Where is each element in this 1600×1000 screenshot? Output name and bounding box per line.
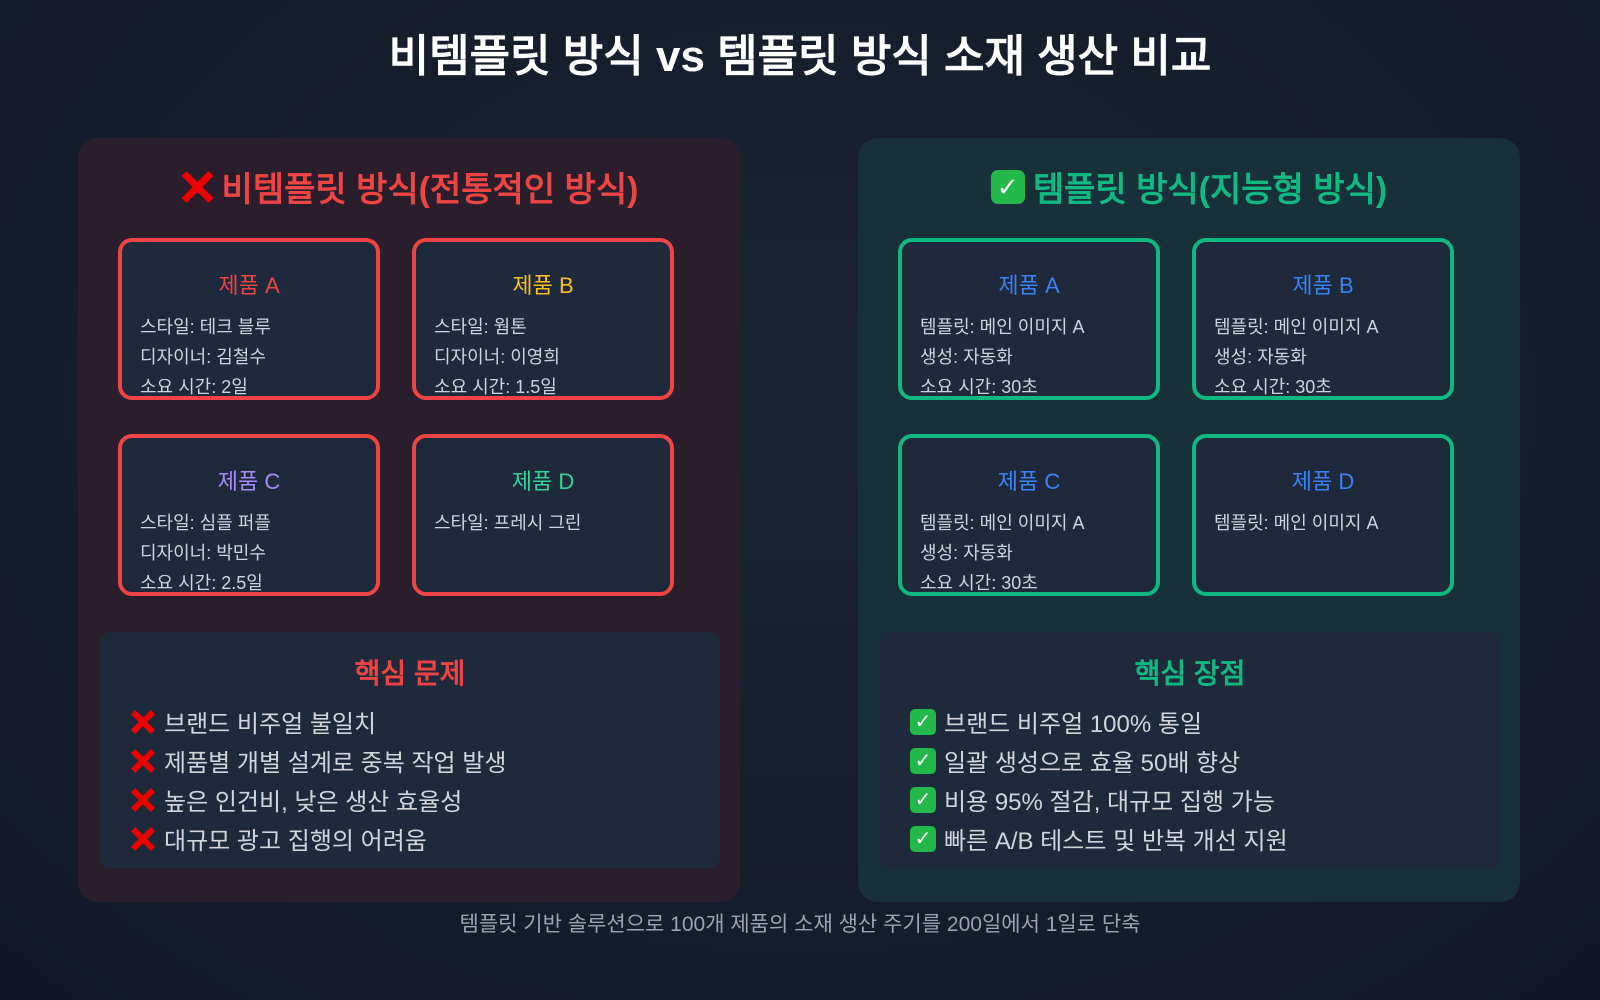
product-name: 제품 D xyxy=(511,469,575,494)
product-name: 제품 C xyxy=(997,469,1061,494)
box-title: 핵심 장점 xyxy=(1134,658,1246,689)
list-item-text: 높은 인건비, 낮은 생산 효율성 xyxy=(164,789,463,816)
panel-title: ✓템플릿 방식(지능형 방식) xyxy=(858,162,1520,211)
check-mark-icon: ✓ xyxy=(910,747,936,774)
key-advantages-box: 핵심 장점✓브랜드 비주얼 100% 통일✓일괄 생성으로 효율 50배 향상✓… xyxy=(880,632,1500,868)
product-detail: 소요 시간: 2일 xyxy=(140,377,248,397)
list-item: ✓ 일괄 생성으로 효율 50배 향상 xyxy=(910,741,1500,780)
page-title: 비템플릿 방식 vs 템플릿 방식 소재 생산 비교 xyxy=(388,32,1212,81)
cross-mark-icon xyxy=(130,709,156,735)
product-detail: 소요 시간: 30초 xyxy=(920,573,1038,593)
product-detail: 스타일: 심플 퍼플 xyxy=(140,513,271,533)
cross-mark-icon xyxy=(130,826,156,852)
product-name: 제품 D xyxy=(1291,469,1355,494)
product-detail: 스타일: 프레시 그린 xyxy=(434,513,582,533)
product-detail: 디자이너: 박민수 xyxy=(140,543,266,563)
list-item: 대규모 광고 집행의 어려움 xyxy=(130,819,720,858)
product-detail: 소요 시간: 30초 xyxy=(920,377,1038,397)
box-title: 핵심 문제 xyxy=(354,658,466,689)
product-detail: 템플릿: 메인 이미지 A xyxy=(1214,513,1379,533)
footer-note: 템플릿 기반 솔루션으로 100개 제품의 소재 생산 주기를 200일에서 1… xyxy=(459,913,1141,936)
list-item: ✓ 비용 95% 절감, 대규모 집행 가능 xyxy=(910,780,1500,819)
product-detail: 템플릿: 메인 이미지 A xyxy=(920,513,1085,533)
list-item-text: 브랜드 비주얼 불일치 xyxy=(164,711,377,738)
panel-title-text: 비템플릿 방식(전통적인 방식) xyxy=(221,171,639,209)
product-detail: 소요 시간: 1.5일 xyxy=(434,377,557,397)
cross-mark-icon xyxy=(130,787,156,813)
product-detail: 디자이너: 이영희 xyxy=(434,347,560,367)
product-card: 제품 D 템플릿: 메인 이미지 A xyxy=(1192,434,1454,596)
product-card: 제품 D 스타일: 프레시 그린 xyxy=(412,434,674,596)
list-item-text: 일괄 생성으로 효율 50배 향상 xyxy=(944,750,1241,777)
product-detail: 디자이너: 김철수 xyxy=(140,347,266,367)
product-detail: 소요 시간: 2.5일 xyxy=(140,573,263,593)
list-item-text: 제품별 개별 설계로 중복 작업 발생 xyxy=(164,750,507,777)
product-detail: 템플릿: 메인 이미지 A xyxy=(1214,317,1379,337)
product-name: 제품 A xyxy=(218,273,280,298)
list-item: 높은 인건비, 낮은 생산 효율성 xyxy=(130,780,720,819)
check-mark-icon: ✓ xyxy=(910,825,936,852)
product-name: 제품 B xyxy=(512,273,574,298)
list-item-text: 비용 95% 절감, 대규모 집행 가능 xyxy=(944,789,1275,816)
product-detail: 생성: 자동화 xyxy=(920,543,1013,563)
product-detail: 스타일: 테크 블루 xyxy=(140,317,271,337)
product-name: 제품 C xyxy=(217,469,281,494)
check-mark-icon: ✓ xyxy=(910,786,936,813)
check-mark-icon: ✓ xyxy=(990,169,1025,204)
cross-mark-icon xyxy=(130,748,156,774)
product-detail: 소요 시간: 30초 xyxy=(1214,377,1332,397)
cross-mark-icon xyxy=(180,170,214,204)
list-item-text: 브랜드 비주얼 100% 통일 xyxy=(944,711,1203,738)
product-name: 제품 B xyxy=(1292,273,1354,298)
list-item: ✓ 브랜드 비주얼 100% 통일 xyxy=(910,702,1500,741)
list-item: 제품별 개별 설계로 중복 작업 발생 xyxy=(130,741,720,780)
product-detail: 템플릿: 메인 이미지 A xyxy=(920,317,1085,337)
product-detail: 생성: 자동화 xyxy=(920,347,1013,367)
list-item: ✓ 빠른 A/B 테스트 및 반복 개선 지원 xyxy=(910,819,1500,858)
list-item-text: 대규모 광고 집행의 어려움 xyxy=(164,828,427,855)
product-name: 제품 A xyxy=(998,273,1060,298)
list-item-text: 빠른 A/B 테스트 및 반복 개선 지원 xyxy=(944,828,1288,855)
product-detail: 생성: 자동화 xyxy=(1214,347,1307,367)
product-detail: 스타일: 웜톤 xyxy=(434,317,527,337)
check-mark-icon: ✓ xyxy=(910,708,936,735)
panel-title: 비템플릿 방식(전통적인 방식) xyxy=(78,162,740,211)
panel-title-text: 템플릿 방식(지능형 방식) xyxy=(1032,171,1388,209)
list-item: 브랜드 비주얼 불일치 xyxy=(130,702,720,741)
